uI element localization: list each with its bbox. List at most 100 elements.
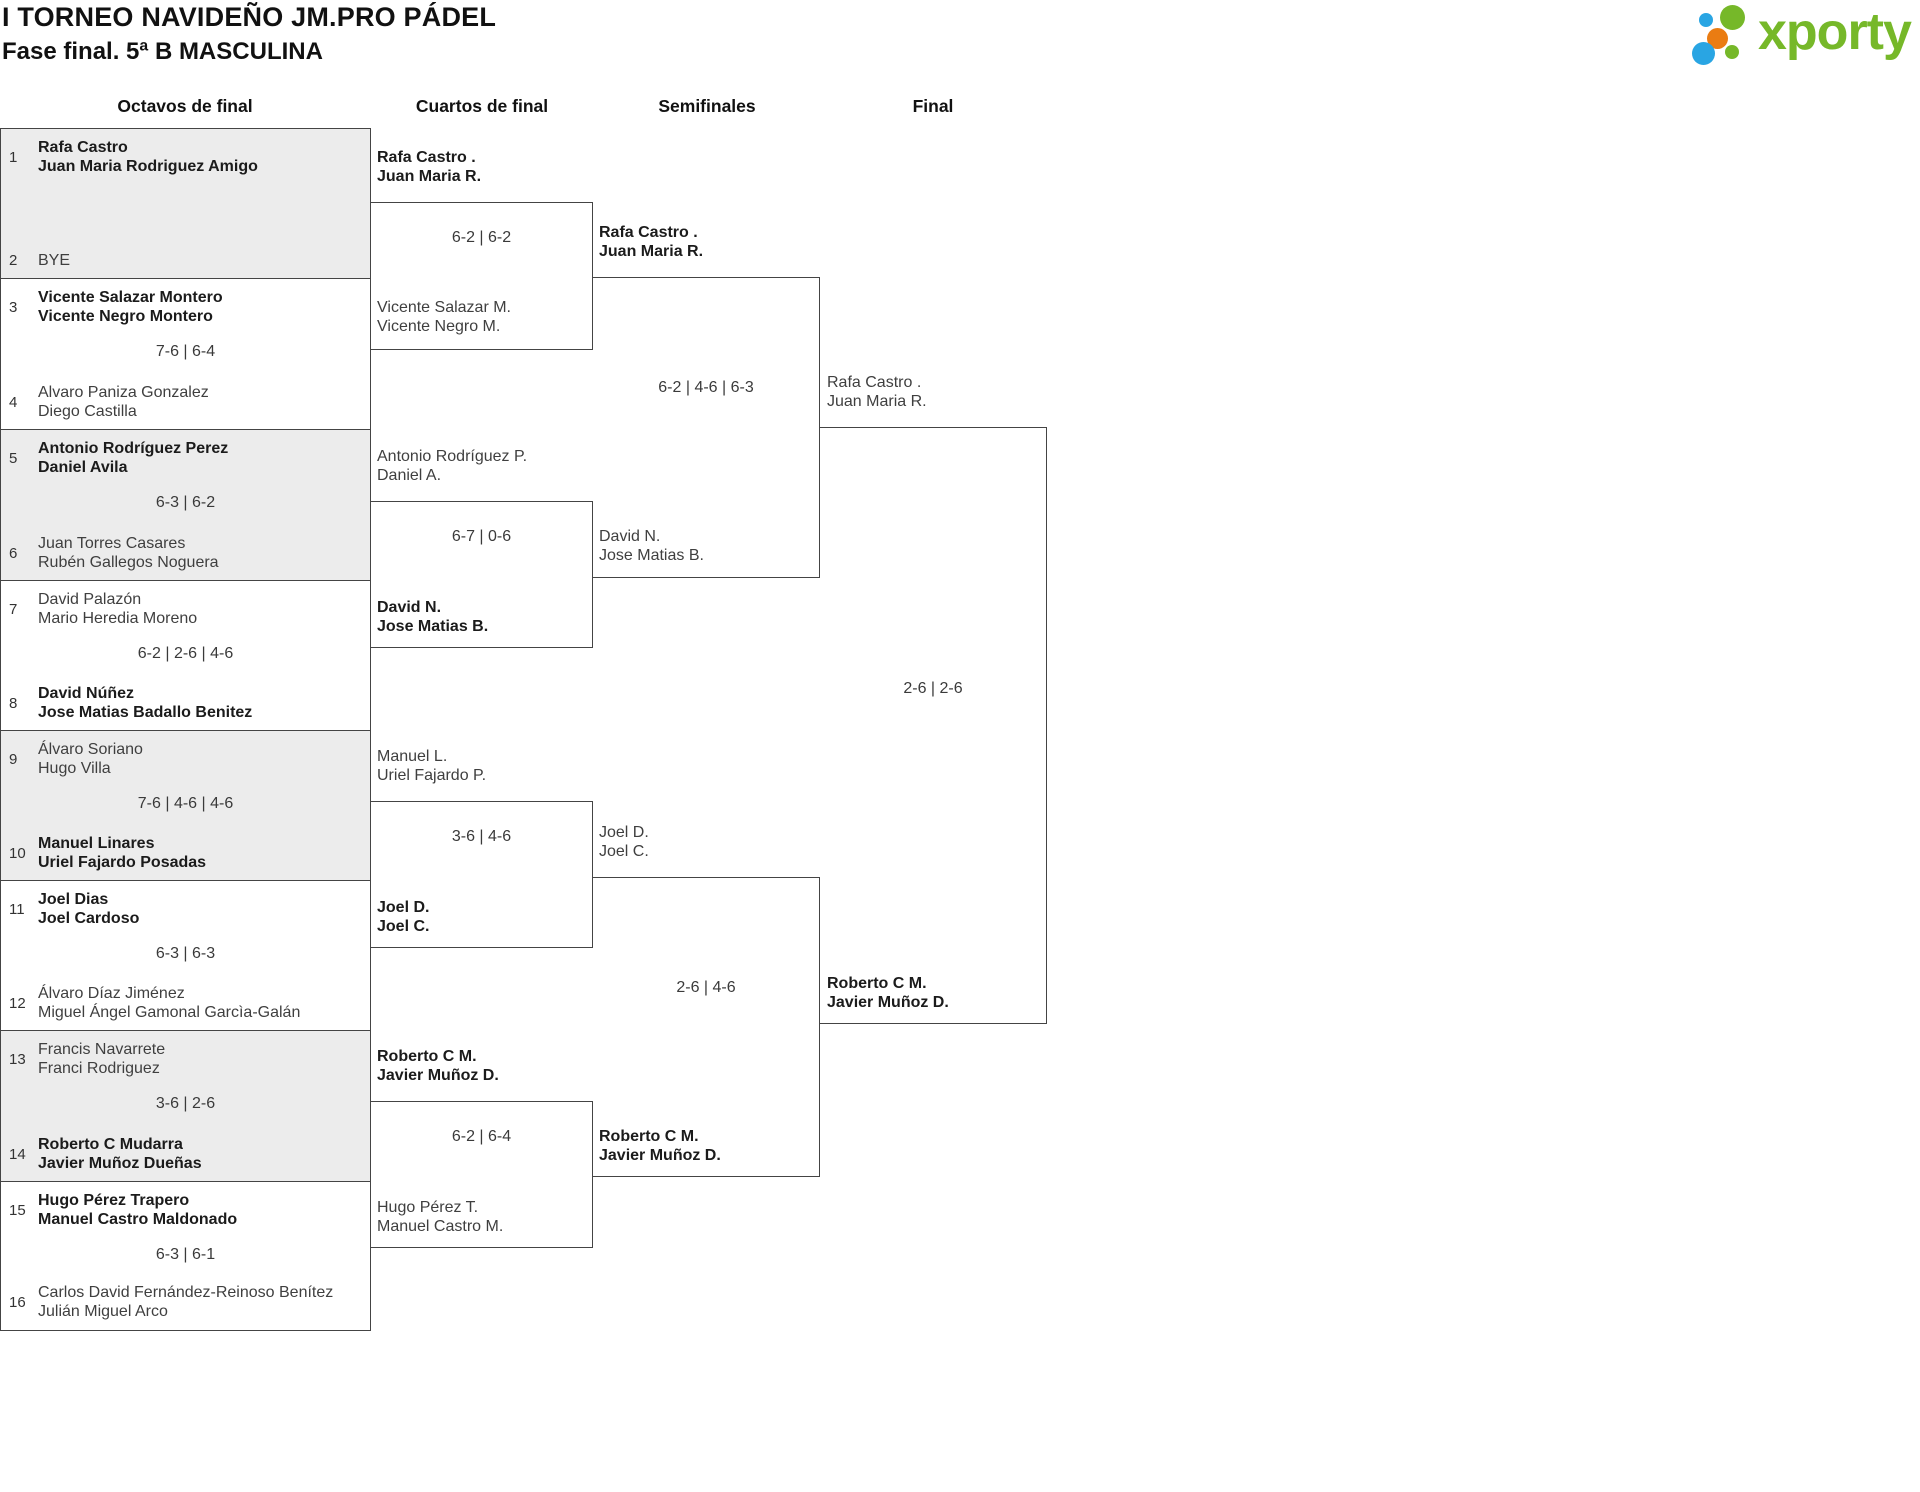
seed-number: 14 <box>9 1145 26 1163</box>
match-score: 6-3 | 6-2 <box>155 494 216 511</box>
match-score: 6-7 | 0-6 <box>451 528 512 545</box>
player-line: Manuel L. <box>377 748 448 765</box>
player-line: Manuel Linares <box>38 835 155 852</box>
player-line: David Núñez <box>38 685 135 702</box>
player-line: Manuel Castro Maldonado <box>38 1211 238 1228</box>
advancing-team-cuartos-1-top: Rafa Castro . Juan Maria R. <box>377 148 481 186</box>
advancing-team-final-top: Rafa Castro .Juan Maria R. <box>827 373 927 411</box>
match-score: 6-3 | 6-1 <box>155 1246 216 1263</box>
seed-number: 15 <box>9 1201 26 1219</box>
match-score: 6-2 | 6-2 <box>451 229 512 246</box>
seed-number: 8 <box>9 694 18 712</box>
player-line: Rafa Castro . <box>599 224 698 241</box>
seed-number: 12 <box>9 994 26 1012</box>
player-line: Rafa Castro <box>38 139 128 156</box>
player-line: David N. <box>377 599 442 616</box>
match-score: 3-6 | 4-6 <box>451 828 512 845</box>
seed-number: 2 <box>9 252 18 269</box>
player-line: Rafa Castro . <box>377 149 476 166</box>
tournament-title: I TORNEO NAVIDEÑO JM.PRO PÁDEL <box>2 2 497 32</box>
player-line: Daniel Avila <box>38 459 128 476</box>
logo-dot-blue-large <box>1692 42 1715 65</box>
player-line: Joel C. <box>377 918 430 935</box>
match-semifinal-2: 2-6 | 4-6 <box>593 877 820 1177</box>
player-line: Vicente Salazar M. <box>377 299 511 316</box>
player-line: Álvaro Díaz Jiménez <box>38 985 185 1002</box>
advancing-team-semifinal-1-top: Rafa Castro .Juan Maria R. <box>599 223 703 261</box>
match-cuartos-1: 6-2 | 6-2 <box>371 202 593 350</box>
player-line: Javier Muñoz D. <box>827 994 949 1011</box>
advancing-team-semifinal-2-bottom: Roberto C M.Javier Muñoz D. <box>599 1127 721 1165</box>
advancing-team-final-bottom: Roberto C M. Javier Muñoz D. <box>827 974 949 1012</box>
match-score: 7-6 | 4-6 | 4-6 <box>137 795 234 812</box>
logo-dot-green-small <box>1725 45 1739 59</box>
match-score: 7-6 | 6-4 <box>155 343 216 360</box>
match-score: 6-2 | 6-4 <box>451 1128 512 1145</box>
advancing-team-cuartos-4-top: Roberto C M.Javier Muñoz D. <box>377 1047 499 1085</box>
advancing-team-cuartos-2-top: Antonio Rodríguez P.Daniel A. <box>377 447 527 485</box>
player-line: Antonio Rodríguez P. <box>377 448 528 465</box>
match-cuartos-4: 6-2 | 6-4 <box>371 1101 593 1248</box>
match-cuartos-2: 6-7 | 0-6 <box>371 501 593 648</box>
match-score: 2-6 | 2-6 <box>903 680 963 697</box>
player-line: Jose Matias B. <box>599 547 704 564</box>
seed-number: 9 <box>9 750 18 768</box>
player-line: Antonio Rodríguez Perez <box>38 440 229 457</box>
player-line: Juan Maria R. <box>377 168 482 185</box>
player-line: Jose Matias Badallo Benitez <box>38 704 253 721</box>
player-line: David N. <box>599 528 661 545</box>
seed-number: 11 <box>9 900 25 918</box>
xporty-logo: xporty <box>1688 0 1920 78</box>
player-line: Roberto C M. <box>827 975 927 992</box>
seed-number: 1 <box>9 148 18 166</box>
seed-number: 16 <box>9 1293 26 1311</box>
logo-dot-orange <box>1707 28 1728 49</box>
player-line: Juan Torres Casares <box>38 535 186 552</box>
player-line: Joel D. <box>599 824 649 841</box>
player-line: Carlos David Fernández-Reinoso Benítez <box>38 1284 334 1301</box>
player-line: Rafa Castro . <box>827 374 922 391</box>
round-header-final: Final <box>912 96 954 116</box>
player-line: Uriel Fajardo Posadas <box>38 854 207 871</box>
match-final: 2-6 | 2-6 <box>820 427 1047 1024</box>
team-name: BYE <box>38 251 70 270</box>
team-slot: 2 BYE <box>9 251 362 270</box>
player-line: Roberto C Mudarra <box>38 1136 183 1153</box>
player-line: Mario Heredia Moreno <box>38 610 198 627</box>
advancing-team-semifinal-1-bottom: David N. Jose Matias B. <box>599 527 704 565</box>
match-score: 3-6 | 2-6 <box>155 1095 216 1112</box>
match-score: 6-3 | 6-3 <box>155 945 216 962</box>
round-header-cuartos: Cuartos de final <box>415 96 549 116</box>
logo-wordmark: xporty <box>1758 3 1912 61</box>
player-line: Hugo Villa <box>38 760 111 777</box>
player-line: Roberto C M. <box>599 1128 699 1145</box>
player-line: Vicente Negro Montero <box>38 308 213 325</box>
